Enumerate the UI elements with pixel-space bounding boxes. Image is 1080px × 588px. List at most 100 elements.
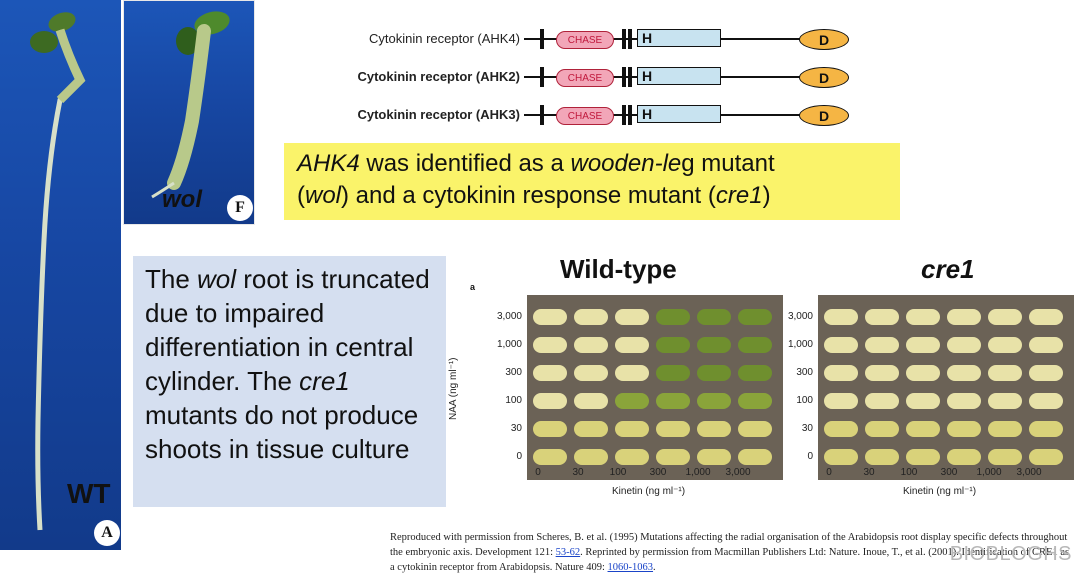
chase-domain: CHASE (556, 31, 614, 49)
y-tick-label: 30 (801, 423, 813, 434)
callus-explant (865, 337, 899, 353)
callus-explant (1029, 421, 1063, 437)
x-tick-label: 100 (609, 467, 627, 478)
callus-explant (824, 337, 858, 353)
wt-seedling-drawing (30, 12, 86, 531)
callus-explant (738, 337, 772, 353)
transmembrane-segment (540, 67, 544, 87)
receiver-domain: D (799, 67, 849, 88)
textbox-text: wol (197, 264, 237, 294)
callus-explant (574, 421, 608, 437)
callus-explant (697, 337, 731, 353)
callus-explant (988, 309, 1022, 325)
callus-explant (947, 421, 981, 437)
callus-explant (947, 393, 981, 409)
callout-text: g mutant (681, 150, 775, 177)
cre1-culture-grid (818, 295, 1074, 480)
panel-letter-f: F (227, 195, 253, 221)
transmembrane-segment (622, 29, 626, 49)
histidine-kinase-domain: H (637, 29, 721, 47)
receptor-name: Cytokinin receptor (AHK4) (369, 31, 520, 46)
callus-explant (656, 337, 690, 353)
callus-explant (988, 449, 1022, 465)
callus-explant (906, 337, 940, 353)
wol-seedling-photo: F (123, 0, 255, 225)
callus-explant (906, 365, 940, 381)
callus-explant (738, 365, 772, 381)
x-tick-label: 3,000 (1016, 467, 1042, 478)
callout-text: wooden-le (570, 150, 682, 177)
callus-explant (574, 449, 608, 465)
reference-text: Reproduced with permission from Scheres,… (390, 530, 1070, 575)
callus-explant (1029, 393, 1063, 409)
callus-explant (615, 393, 649, 409)
callus-explant (738, 393, 772, 409)
callout-text: wol (305, 182, 342, 209)
reference-link-development[interactable]: 53-62 (555, 547, 581, 558)
x-tick-label: 300 (940, 467, 958, 478)
ahk4-callout: AHK4 was identified as a wooden-leg muta… (284, 143, 900, 220)
callus-explant (988, 337, 1022, 353)
transmembrane-segment (540, 105, 544, 125)
callus-explant (574, 393, 608, 409)
receptor-row-ahk4: Cytokinin receptor (AHK4) CHASE H D (300, 26, 860, 52)
chase-domain: CHASE (556, 69, 614, 87)
callus-explant (947, 365, 981, 381)
callus-explant (533, 309, 567, 325)
callus-explant (615, 449, 649, 465)
callus-explant (533, 449, 567, 465)
callus-explant (865, 365, 899, 381)
callout-text: AHK4 (297, 150, 360, 177)
chase-domain: CHASE (556, 107, 614, 125)
transmembrane-segment (628, 29, 632, 49)
reference-part: . Reprinted by permission from Macmillan… (390, 547, 1070, 573)
callus-explant (1029, 365, 1063, 381)
y-tick-label: 30 (510, 423, 522, 434)
wol-seedling-drawing (151, 11, 230, 199)
receptor-name: Cytokinin receptor (AHK3) (357, 107, 520, 122)
callus-explant (906, 421, 940, 437)
reference-link-nature[interactable]: 1060-1063 (607, 562, 654, 573)
y-tick-label: 1,000 (496, 339, 522, 350)
figure-panel-label: a (470, 282, 476, 292)
callus-explant (697, 421, 731, 437)
callus-explant (906, 393, 940, 409)
callus-explant (533, 421, 567, 437)
cre1-title: cre1 (921, 254, 975, 284)
callus-explant (988, 393, 1022, 409)
wildtype-culture-grid (527, 295, 783, 480)
y-tick-label: 0 (516, 451, 522, 462)
y-axis-label: NAA (ng ml⁻¹) (448, 357, 459, 420)
x-tick-label: 0 (535, 467, 541, 478)
callus-explant (865, 393, 899, 409)
reference-part: Reproduced with permission from Scheres,… (390, 532, 1068, 558)
callus-explant (947, 449, 981, 465)
x-tick-label: 3,000 (725, 467, 751, 478)
callus-explant (574, 337, 608, 353)
x-tick-label: 300 (649, 467, 667, 478)
callus-explant (615, 309, 649, 325)
callout-text: ) (762, 182, 771, 209)
callus-explant (574, 365, 608, 381)
reference-part: . (653, 562, 656, 573)
x-tick-label: 30 (863, 467, 875, 478)
callus-explant (574, 309, 608, 325)
callus-explant (656, 365, 690, 381)
y-tick-label: 100 (505, 395, 522, 406)
callus-explant (738, 421, 772, 437)
callout-text: ) and a cytokinin response mutant ( (341, 182, 716, 209)
callus-explant (906, 309, 940, 325)
y-tick-label: 3,000 (496, 311, 522, 322)
callus-explant (824, 449, 858, 465)
callus-explant (656, 449, 690, 465)
callus-explant (697, 449, 731, 465)
x-tick-label: 1,000 (976, 467, 1002, 478)
callus-explant (615, 337, 649, 353)
panel-letter-a: A (94, 520, 120, 546)
textbox-text: cre1 (299, 366, 350, 396)
x-tick-label: 1,000 (685, 467, 711, 478)
callus-explant (738, 449, 772, 465)
y-tick-label: 0 (807, 451, 813, 462)
receptor-row-ahk2: Cytokinin receptor (AHK2) CHASE H D (300, 64, 860, 90)
callus-explant (1029, 309, 1063, 325)
